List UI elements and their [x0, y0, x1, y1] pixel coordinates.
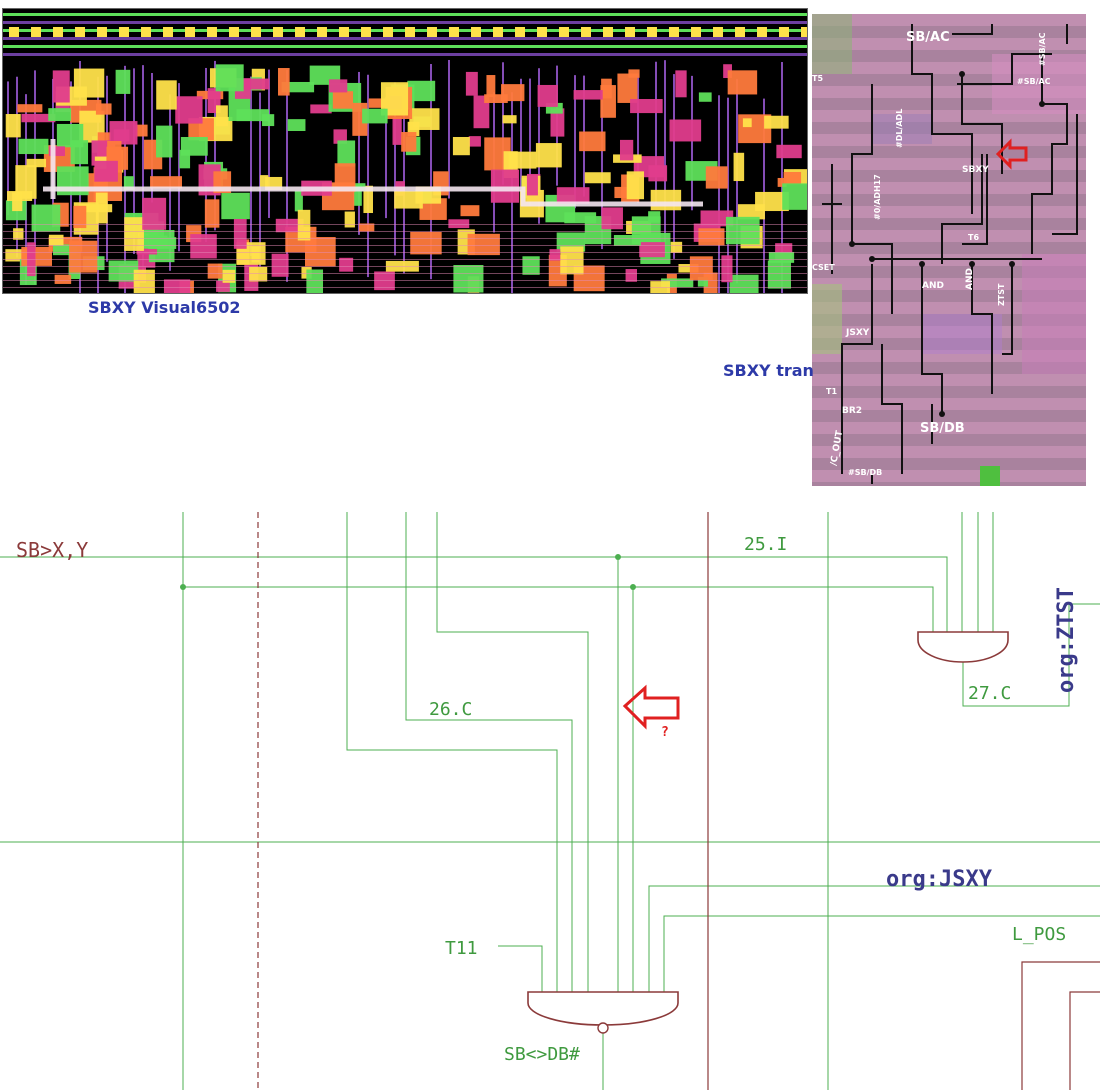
- label-t11: T11: [445, 938, 478, 959]
- label-sb-x-y: SB>X,Y: [16, 538, 88, 562]
- tran-label-sbxy: SBXY: [962, 165, 989, 175]
- tran-label-cset: CSET: [812, 263, 835, 272]
- junction-dots: [180, 554, 636, 590]
- label-l-pos: L_POS: [1012, 924, 1066, 945]
- label-org-jsxy: org:JSXY: [886, 867, 993, 892]
- tran-label-br2: BR2: [842, 406, 862, 416]
- label-26c: 26.C: [429, 699, 472, 720]
- label-27c: 27.C: [968, 683, 1011, 704]
- tran-label-jsxy: JSXY: [845, 328, 870, 338]
- and-gate-ztst: [917, 631, 1009, 663]
- tran-label-and-1: AND: [922, 281, 944, 291]
- schematic-wires: [0, 512, 1100, 1090]
- transistor-layout-image: SB/AC T5 #SB/AC SBXY T6 CSET AND JSXY T1…: [812, 14, 1086, 486]
- tran-red-arrow-icon: [995, 138, 1028, 170]
- tran-label-n-sb-db: #SB/DB: [848, 468, 882, 477]
- dark-red-nets: [257, 512, 1100, 1090]
- tran-label-n-sb-ac-2: #SB/AC: [1017, 77, 1051, 86]
- tran-label-sb-ac: SB/AC: [906, 30, 950, 45]
- tran-label-t1: T1: [826, 387, 837, 396]
- label-sb-db-n: SB<>DB#: [504, 1044, 580, 1065]
- caption-sbxy-tran: SBXY tran: [723, 361, 814, 380]
- logic-schematic: SB>X,Y 25.I org:ZTST 27.C 26.C ? org:JSX…: [0, 512, 1100, 1090]
- and-gate-sb-db: [527, 991, 679, 1026]
- tran-label-sb-db: SB/DB: [920, 421, 965, 436]
- caption-visual6502: SBXY Visual6502: [88, 298, 241, 317]
- schematic-red-arrow-icon: [622, 684, 680, 730]
- label-org-ztst: org:ZTST: [1054, 587, 1079, 693]
- label-25i: 25.I: [744, 534, 787, 555]
- tran-label-t6: T6: [968, 233, 979, 242]
- tran-label-adh17: #0/ADH17: [873, 174, 882, 220]
- visual6502-die-image: [2, 8, 808, 294]
- inverter-bubble: [597, 1022, 609, 1034]
- tran-label-t5: T5: [812, 74, 823, 83]
- tran-label-ztst: ZTST: [997, 283, 1006, 306]
- tran-label-and-2: AND: [965, 268, 975, 290]
- label-question: ?: [661, 725, 669, 740]
- tran-label-n-sb-ac-1: #SB/AC: [1038, 32, 1047, 66]
- die-layout-graphic: [3, 13, 807, 293]
- transistor-layout-graphic: SB/AC T5 #SB/AC SBXY T6 CSET AND JSXY T1…: [812, 14, 1086, 486]
- tran-label-dl-adl: #DL/ADL: [895, 109, 904, 148]
